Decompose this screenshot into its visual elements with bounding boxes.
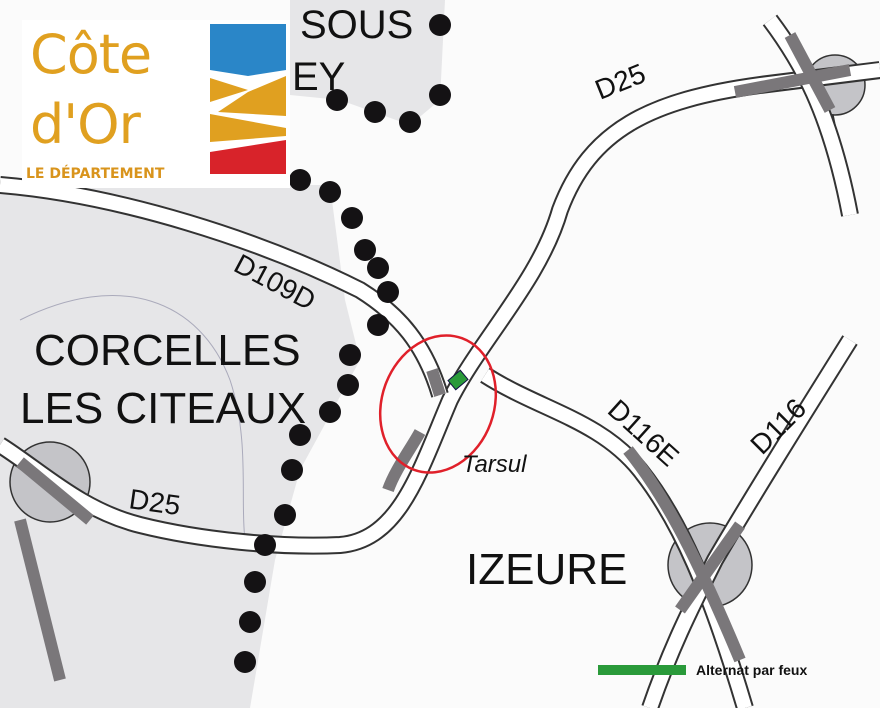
boundary-dot [367,314,389,336]
works-segment [784,32,836,113]
logo-line2: d'Or [30,93,141,156]
logo-line1: Côte [30,23,152,86]
boundary-dot [234,651,256,673]
boundary-dot [377,281,399,303]
field-line [19,295,246,541]
road-label-d25: D25 [127,483,182,521]
boundary-dot [319,181,341,203]
place-label-tarsul: Tarsul [462,451,527,478]
works-segment [382,429,426,493]
place-label: SOUS [300,3,413,47]
works-segment [16,457,94,525]
boundary-dot [289,424,311,446]
road-label-d25: D25 [591,58,650,106]
boundary-dot [319,401,341,423]
works-segment [675,521,745,614]
cote-dor-logo: Côte d'Or LE DÉPARTEMENT [22,20,290,188]
legend: Alternat par feux [598,662,807,678]
works-segment [733,64,852,98]
works-segment [14,518,66,682]
boundary-dot [341,207,363,229]
boundary-dot [354,239,376,261]
boundary-dot [239,611,261,633]
boundary-dot [364,101,386,123]
place-label: EY [292,55,345,99]
boundary-dot [367,257,389,279]
place-label-corcelles: CORCELLES [34,326,301,375]
traffic-light-alternation-marker[interactable] [447,369,469,391]
boundary-dot [326,89,348,111]
road-d25 [0,63,880,553]
boundary-dot [281,459,303,481]
road-ne [764,15,857,217]
boundary-dot [399,111,421,133]
works-segment [623,446,746,663]
highlight-circle [378,334,498,474]
works-segment [426,368,446,397]
place-label-izeure: IZEURE [466,545,627,594]
boundary-dot [289,169,311,191]
boundary-dot [339,344,361,366]
boundary-dot [274,504,296,526]
legend-label: Alternat par feux [696,662,808,678]
boundary-dot [254,534,276,556]
boundary-dot [429,14,451,36]
logo-subtitle: LE DÉPARTEMENT [26,166,165,182]
boundary-dot [429,84,451,106]
commune-boundary [234,14,451,673]
boundary-dot [337,374,359,396]
place-label-corcelles: LES CITEAUX [20,384,306,433]
legend-swatch-green [598,665,686,675]
town-area-corcelles [0,185,360,708]
boundary-dot [244,571,266,593]
road-d109d [0,178,447,398]
logo-flag-icon [210,24,286,174]
